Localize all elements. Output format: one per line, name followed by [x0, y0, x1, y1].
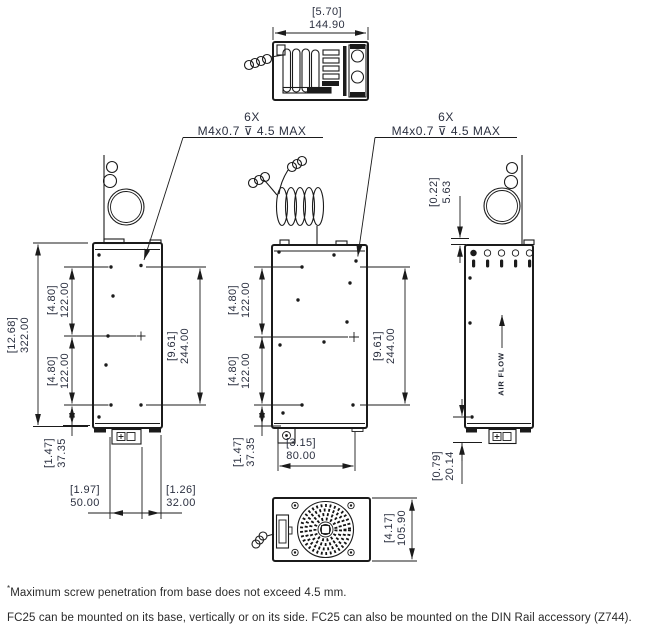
top-view: [243, 27, 369, 101]
dim-mm: 5.63: [441, 180, 453, 204]
note-text: Maximum screw penetration from base does…: [10, 586, 347, 599]
air-flow-label: AIR FLOW: [496, 352, 507, 396]
dim-in: [4.80]: [46, 356, 59, 386]
dim-front-span: [9.61] 244.00: [166, 328, 192, 364]
dim-mm: 37.35: [56, 438, 68, 468]
dim-side-depth: [3.15] 80.00: [286, 437, 316, 463]
back-view-terminal-pins: [470, 249, 534, 268]
dim-side-pitch-lower: [4.80] 122.00: [227, 353, 253, 389]
dim-front-height: [12.68] 322.00: [6, 317, 32, 353]
callout-qty: 6X: [244, 109, 260, 124]
dim-in: [12.68]: [6, 316, 19, 354]
back-view-connector: [466, 428, 531, 445]
front-view: [33, 155, 206, 519]
side-view-holes: [277, 250, 359, 415]
fan-grille: [296, 500, 355, 559]
callout-spec: M4x0.7 ⊽ 4.5 MAX: [197, 124, 307, 138]
back-view-dim-lines: [451, 196, 482, 484]
front-view-dim-lines: [33, 242, 206, 519]
dim-mm: 50.00: [70, 497, 100, 509]
bottom-view-connector: [251, 514, 293, 549]
dim-side-span: [9.61] 244.00: [372, 328, 398, 364]
bottom-view-dim-lines: [372, 497, 417, 562]
callout-spec: M4x0.7 ⊽ 4.5 MAX: [391, 124, 501, 138]
dim-back-base: [0.79] 20.14: [431, 451, 457, 481]
dim-in: [4.80]: [227, 356, 240, 386]
dim-mm: 105.90: [396, 509, 408, 547]
side-view-dim-lines: [254, 266, 410, 471]
note-text: FC25 can be mounted on its base, vertica…: [7, 612, 632, 624]
dim-front-base: [1.47] 37.35: [43, 438, 69, 468]
dim-side-base: [1.47] 37.35: [232, 437, 258, 467]
dim-mm: 322.00: [19, 316, 31, 354]
dim-in: [3.15]: [286, 437, 316, 450]
dim-mm: 37.35: [245, 437, 257, 467]
callout-qty: 6X: [438, 109, 454, 124]
dim-in: [0.22]: [428, 177, 441, 207]
dim-in: [1.97]: [70, 484, 100, 497]
fan-screws: [291, 501, 355, 557]
dim-in: [9.61]: [372, 331, 385, 361]
dim-front-foot-offset: [1.26] 32.00: [166, 484, 196, 510]
note-asterisk: *: [7, 584, 11, 593]
dim-mm: 32.00: [166, 497, 196, 509]
dim-mm: 122.00: [59, 281, 71, 319]
dim-in: [1.26]: [166, 484, 196, 497]
dim-front-pitch-upper: [4.80] 122.00: [46, 282, 72, 318]
dim-mm: 122.00: [59, 352, 71, 390]
dim-mm: 244.00: [179, 327, 191, 365]
note-screw-penetration: *Maximum screw penetration from base doe…: [7, 584, 347, 599]
dim-in: [4.80]: [46, 285, 59, 315]
dim-in: [9.61]: [166, 331, 179, 361]
dim-front-foot-width: [1.97] 50.00: [70, 484, 100, 510]
back-view: [451, 155, 535, 484]
dim-in: [0.79]: [431, 451, 444, 481]
dim-side-pitch-upper: [4.80] 122.00: [227, 282, 253, 318]
dim-mm: 122.00: [240, 281, 252, 319]
dim-mm: 20.14: [444, 451, 456, 481]
side-view: [247, 155, 410, 471]
dim-mm: 80.00: [286, 450, 316, 462]
note-mounting: FC25 can be mounted on its base, vertica…: [7, 612, 632, 624]
dim-top-width-lines: [272, 27, 369, 40]
dim-in: [1.47]: [232, 437, 245, 467]
dim-mm: 144.90: [308, 19, 346, 31]
thread-callout-left: 6X M4x0.7 ⊽ 4.5 MAX: [198, 110, 307, 138]
dim-in: [4.80]: [227, 285, 240, 315]
front-view-cable-coil: [102, 155, 145, 240]
back-view-cable-coil: [483, 155, 523, 244]
side-view-connector: [277, 427, 364, 444]
dim-top-width: [5.70] 144.90: [309, 6, 345, 32]
dim-in: [1.47]: [43, 438, 56, 468]
dim-mm: 244.00: [385, 327, 397, 365]
dim-front-pitch-lower: [4.80] 122.00: [46, 353, 72, 389]
dim-back-lid: [0.22] 5.63: [428, 177, 454, 207]
dim-bottom-width: [4.17] 105.90: [383, 510, 409, 546]
air-flow-text: AIR FLOW: [496, 352, 506, 396]
dim-in: [5.70]: [312, 6, 342, 19]
front-view-holes: [97, 253, 146, 419]
dim-in: [4.17]: [383, 513, 396, 543]
dim-mm: 122.00: [240, 352, 252, 390]
bottom-fan-view: [251, 497, 417, 562]
top-view-cable-coil: [243, 53, 284, 71]
front-view-connector: [94, 428, 161, 445]
side-view-cable-coil: [247, 155, 325, 245]
thread-callout-leaders: [143, 137, 517, 261]
thread-callout-right: 6X M4x0.7 ⊽ 4.5 MAX: [392, 110, 501, 138]
